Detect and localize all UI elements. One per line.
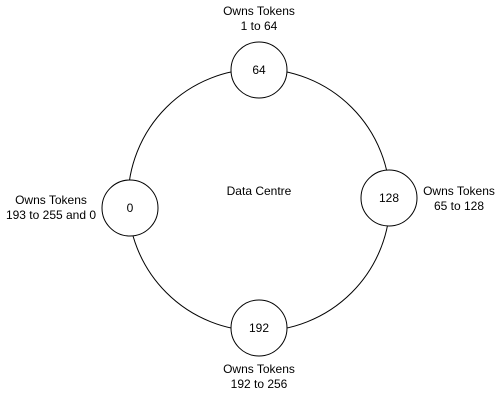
node-circle-top [230,41,288,99]
node-token-top: 64 [252,63,266,77]
node-left: 0 [101,179,159,237]
data-centre-label: Data Centre [227,184,292,198]
node-top: 64 [230,41,288,99]
caption-left-line1: Owns Tokens [15,193,87,207]
node-circle-right [360,169,418,227]
node-circle-bottom [230,299,288,357]
caption-right-line2: 65 to 128 [434,199,484,213]
caption-left-line2: 193 to 255 and 0 [6,208,96,222]
node-right: 128 [360,169,418,227]
caption-bottom-line1: Owns Tokens [223,362,295,376]
node-circle-left [101,179,159,237]
ring [127,68,391,332]
caption-right-line1: Owns Tokens [423,184,495,198]
node-token-left: 0 [127,201,134,215]
node-token-bottom: 192 [249,321,269,335]
caption-top-line1: Owns Tokens [223,4,295,18]
caption-top-line2: 1 to 64 [241,19,278,33]
caption-bottom-line2: 192 to 256 [231,377,288,391]
node-token-right: 128 [379,191,399,205]
node-bottom: 192 [230,299,288,357]
